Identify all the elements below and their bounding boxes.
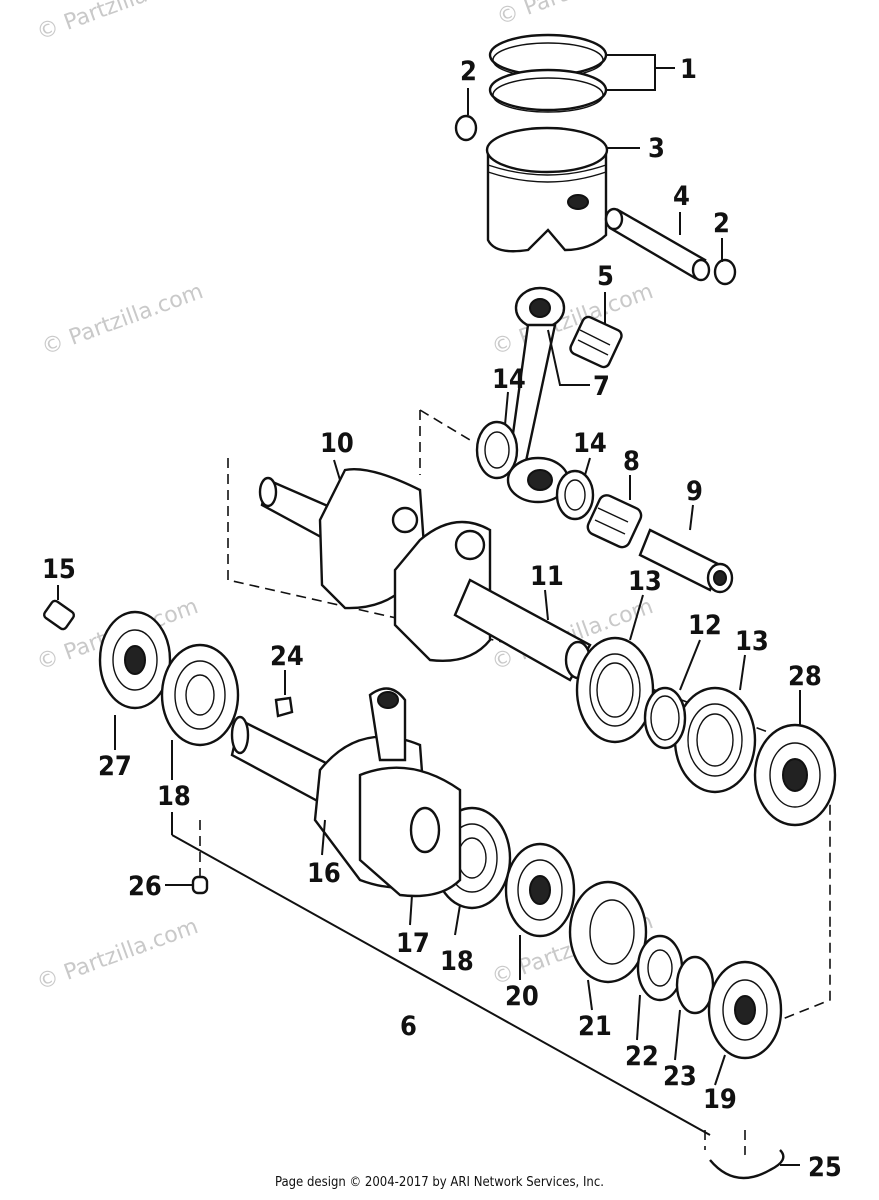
callout-15: 15 <box>42 554 76 585</box>
callout-25: 25 <box>808 1152 842 1183</box>
crank-pin <box>638 528 734 594</box>
snap-ring <box>675 955 715 1015</box>
callout-14: 14 <box>573 428 607 459</box>
crankshaft-assembly <box>230 687 462 898</box>
callout-11: 11 <box>530 561 564 592</box>
watermark: © Partzilla.com <box>494 0 662 31</box>
fitting <box>42 599 76 631</box>
dowel-pin <box>191 875 209 895</box>
ball-bearing <box>707 960 783 1060</box>
callout-13: 13 <box>735 626 769 657</box>
callout-4: 4 <box>673 181 690 212</box>
oil-seal <box>504 842 576 938</box>
callout-17: 17 <box>396 928 430 959</box>
callout-16: 16 <box>307 858 341 889</box>
callout-7: 7 <box>593 371 610 402</box>
watermark: © Partzilla.com <box>39 279 207 361</box>
callout-14: 14 <box>492 364 526 395</box>
callout-2: 2 <box>460 56 477 87</box>
assembly-bracket-lines <box>199 409 831 1175</box>
callout-19: 19 <box>703 1084 737 1115</box>
main-ball-bearing <box>575 636 655 744</box>
big-end-needle-bearing <box>586 494 643 549</box>
callout-22: 22 <box>625 1041 659 1072</box>
piston-pin-circlip <box>713 258 737 286</box>
leader-lines <box>57 54 801 1166</box>
thrust-washer <box>555 469 595 521</box>
callout-18: 18 <box>440 946 474 977</box>
callout-23: 23 <box>663 1061 697 1092</box>
piston-pin <box>604 207 711 282</box>
callout-3: 3 <box>648 133 665 164</box>
ball-bearing <box>160 643 240 747</box>
page-footer: Page design © 2004-2017 by ARI Network S… <box>275 1175 604 1190</box>
callout-13: 13 <box>628 566 662 597</box>
callout-24: 24 <box>270 641 304 672</box>
callout-26: 26 <box>128 871 162 902</box>
snap-ring <box>643 686 687 750</box>
callout-6: 6 <box>400 1011 417 1042</box>
callout-labels: 1 2 3 4 2 5 7 14 10 14 8 9 11 13 12 13 2… <box>42 54 842 1183</box>
watermark: © Partzilla.com <box>34 914 202 996</box>
oil-seal <box>753 723 837 827</box>
callout-21: 21 <box>578 1011 612 1042</box>
piston-pin-circlip <box>454 114 478 142</box>
main-ball-bearing <box>673 686 757 794</box>
callout-8: 8 <box>623 446 640 477</box>
sleeve <box>636 934 684 1002</box>
thrust-washer <box>475 420 519 480</box>
callout-2: 2 <box>713 208 730 239</box>
crankshaft-half-right <box>393 520 592 682</box>
callout-27: 27 <box>98 751 132 782</box>
retaining-ring <box>709 1149 785 1180</box>
connecting-rod <box>506 286 570 504</box>
callout-10: 10 <box>320 428 354 459</box>
callout-28: 28 <box>788 661 822 692</box>
callout-12: 12 <box>688 610 722 641</box>
callout-9: 9 <box>686 476 703 507</box>
callout-5: 5 <box>597 261 614 292</box>
oil-seal <box>98 610 172 710</box>
watermark: © Partzilla.com <box>34 0 202 46</box>
callout-20: 20 <box>505 981 539 1012</box>
seal-plate <box>568 880 648 984</box>
callout-1: 1 <box>680 54 697 85</box>
woodruff-key <box>274 696 294 718</box>
piston-rings <box>488 33 608 113</box>
piston <box>485 126 609 253</box>
callout-18: 18 <box>157 781 191 812</box>
